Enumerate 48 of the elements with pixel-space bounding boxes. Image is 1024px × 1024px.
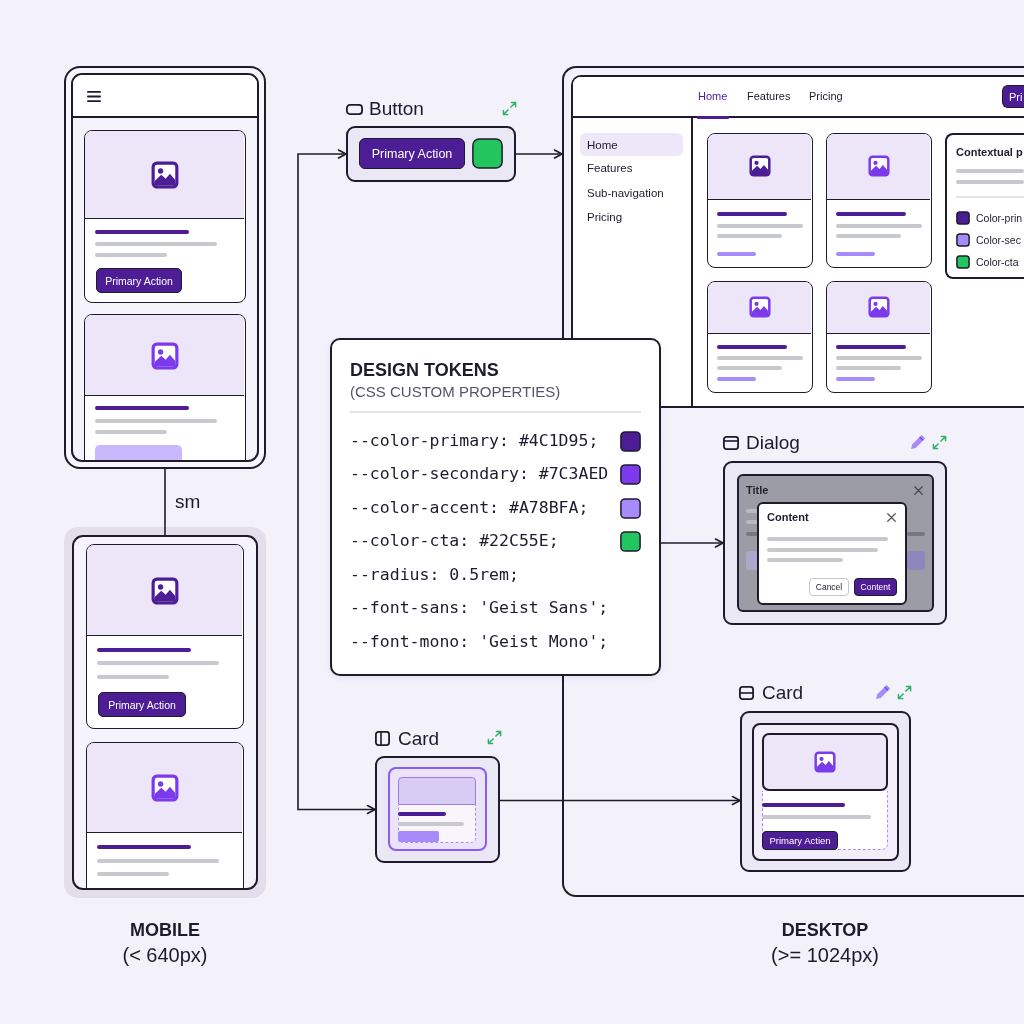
component-title: Card: [762, 682, 804, 704]
component-title: Card: [398, 728, 440, 750]
code-line: --color-secondary: #7C3AED: [350, 465, 609, 484]
connector-line: [164, 468, 166, 536]
nav-link: Home: [698, 89, 728, 103]
breakpoint-label: (< 640px): [122, 943, 208, 967]
arrow: [499, 795, 741, 806]
component-title: Dialog: [746, 432, 800, 454]
code-line: --radius: 0.5rem;: [350, 565, 519, 585]
code-line: --color-cta: #22C55E;: [350, 532, 559, 551]
primary-button: Pri: [1002, 85, 1024, 108]
primary-button: Primary Actien: [762, 831, 838, 850]
heading: DESIGN TOKENS: [350, 359, 499, 381]
primary-button: Primary Action: [96, 268, 182, 293]
arrow: [297, 149, 376, 815]
code-line: --color-primary: #4C1D95;: [350, 431, 599, 451]
nav-link: Pricing: [587, 211, 623, 225]
component-title: Button: [369, 98, 424, 120]
modal-title: Content: [767, 510, 809, 524]
phone-screen: [72, 535, 258, 890]
swatch-label: Color-sec: [976, 234, 1021, 247]
nav-link: Features: [587, 162, 633, 176]
nav-link: Features: [747, 89, 791, 103]
nav-link: Sub-navigation: [587, 186, 664, 201]
confirm-button: Content: [854, 578, 897, 596]
arrow: [515, 149, 563, 159]
cancel-button: Cancel: [809, 578, 849, 596]
modal-backdrop: [737, 474, 934, 612]
subheading: (CSS CUSTOM PROPERTIES): [350, 382, 561, 400]
dialog-title: Title: [746, 483, 769, 497]
viewport-label: MOBILE: [130, 919, 200, 941]
breakpoint-label: (>= 1024px): [771, 943, 879, 967]
code-line: --font-sans: 'Geist Sans';: [350, 599, 609, 618]
nav-link: Home: [580, 133, 683, 156]
viewport-label: DESKTOP: [781, 919, 869, 941]
modal-window: [757, 502, 907, 605]
nav-link: Pricing: [809, 89, 843, 103]
side-panel: [945, 133, 1024, 279]
code-line: --font-mono: 'Geist Mono';: [350, 632, 609, 652]
panel-title: Contextual p: [956, 145, 1023, 159]
code-line: --color-accent: #A78BFA;: [350, 498, 589, 518]
swatch-label: Color-prin: [976, 212, 1023, 225]
tokens-card: [330, 338, 661, 676]
app-window: [571, 75, 1024, 408]
arrow: [660, 538, 724, 548]
primary-button: Primary Action: [359, 138, 465, 169]
primary-button: Primary Action: [98, 692, 186, 717]
swatch-label: Color-cta: [976, 256, 1019, 269]
